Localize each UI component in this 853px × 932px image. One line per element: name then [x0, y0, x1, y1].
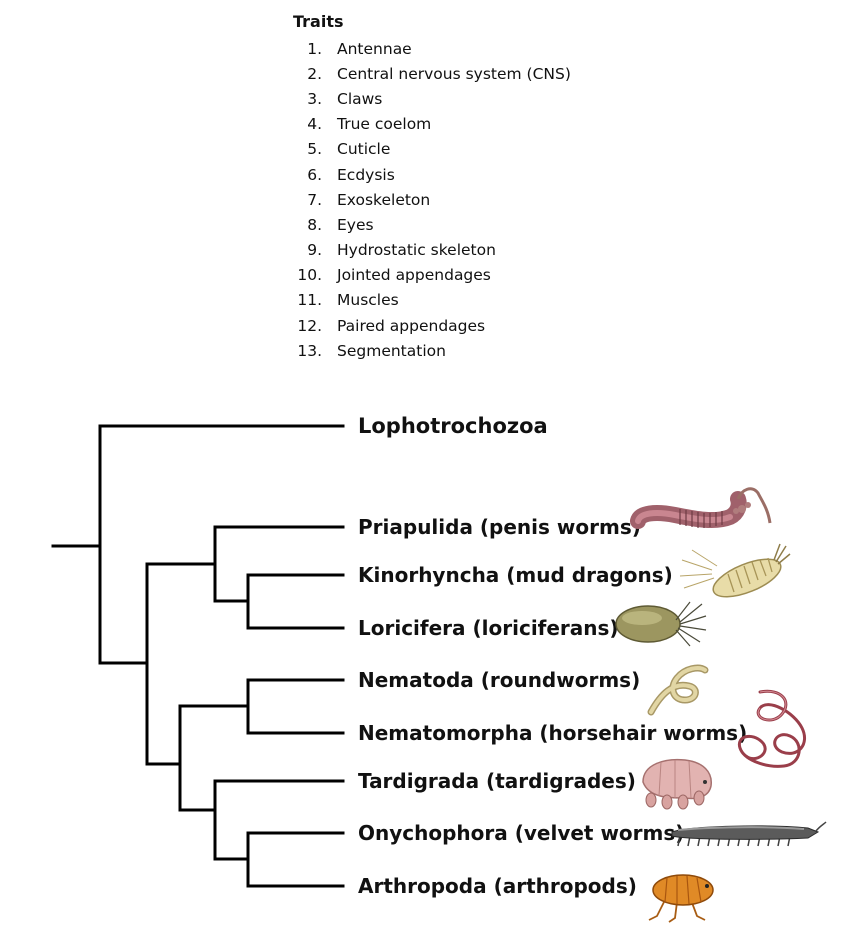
trait-item: 10. Jointed appendages [293, 263, 571, 288]
velvet-worm-icon [671, 821, 827, 847]
trait-label: Eyes [337, 215, 374, 234]
trait-label: Hydrostatic skeleton [337, 241, 496, 260]
trait-number: 3. [307, 89, 322, 108]
trait-item: 1. Antennae [293, 36, 571, 61]
trait-item: 3. Claws [293, 86, 571, 111]
trait-label: Exoskeleton [337, 190, 431, 209]
taxon-label-nematomorpha: Nematomorpha (horsehair worms) [358, 721, 748, 745]
trait-label: True coelom [337, 115, 432, 134]
trait-number: 10. [297, 266, 322, 285]
trait-item: 5. Cuticle [293, 137, 571, 162]
trait-number: 12. [297, 316, 322, 335]
trait-list: 1. Antennae 2. Central nervous system (CNS… [293, 36, 571, 363]
loriciferan-icon [615, 601, 707, 647]
trait-item: 2. Central nervous system (CNS) [293, 61, 571, 86]
trait-label: Ecdysis [337, 165, 395, 184]
taxon-label-nematoda: Nematoda (roundworms) [358, 668, 641, 692]
trait-number: 6. [307, 165, 322, 184]
taxon-label-onychophora: Onychophora (velvet worms) [358, 821, 685, 845]
trait-item: 9. Hydrostatic skeleton [293, 238, 571, 263]
trait-number: 4. [307, 115, 322, 134]
arthropod-icon [648, 874, 714, 923]
trait-item: 7. Exoskeleton [293, 187, 571, 212]
trait-number: 7. [307, 190, 322, 209]
trait-number: 2. [307, 64, 322, 83]
penis-worm-icon [630, 487, 772, 529]
taxon-label-kinorhyncha: Kinorhyncha (mud dragons) [358, 563, 673, 587]
taxon-label-tardigrada: Tardigrada (tardigrades) [358, 769, 636, 793]
trait-label: Claws [337, 89, 383, 108]
trait-item: 6. Ecdysis [293, 162, 571, 187]
trait-item: 12. Paired appendages [293, 313, 571, 338]
trait-label: Muscles [337, 291, 399, 310]
trait-label: Central nervous system (CNS) [337, 64, 571, 83]
roundworm-icon [647, 664, 709, 716]
trait-label: Segmentation [337, 341, 446, 360]
traits-title: Traits [293, 12, 344, 31]
taxon-label-arthropoda: Arthropoda (arthropods) [358, 874, 637, 898]
trait-number: 11. [297, 291, 322, 310]
horsehair-worm-icon [737, 689, 806, 768]
taxon-label-loricifera: Loricifera (loriciferans) [358, 616, 619, 640]
trait-item: 4. True coelom [293, 112, 571, 137]
trait-item: 13. Segmentation [293, 338, 571, 363]
trait-item: 8. Eyes [293, 212, 571, 237]
trait-label: Jointed appendages [337, 266, 491, 285]
trait-label: Antennae [337, 39, 412, 58]
trait-number: 9. [307, 241, 322, 260]
mud-dragon-icon [679, 543, 791, 598]
trait-label: Paired appendages [337, 316, 486, 335]
traits-panel: Traits 1. Antennae 2. Central nervous syst… [293, 11, 571, 363]
trait-number: 5. [307, 140, 322, 159]
trait-number: 13. [297, 341, 322, 360]
taxon-label-lophotrochozoa: Lophotrochozoa [358, 414, 548, 438]
taxon-label-priapulida: Priapulida (penis worms) [358, 515, 641, 539]
trait-label: Cuticle [337, 140, 391, 159]
tardigrade-icon [642, 758, 712, 810]
trait-item: 11. Muscles [293, 288, 571, 313]
trait-number: 1. [307, 39, 322, 58]
trait-number: 8. [307, 215, 322, 234]
